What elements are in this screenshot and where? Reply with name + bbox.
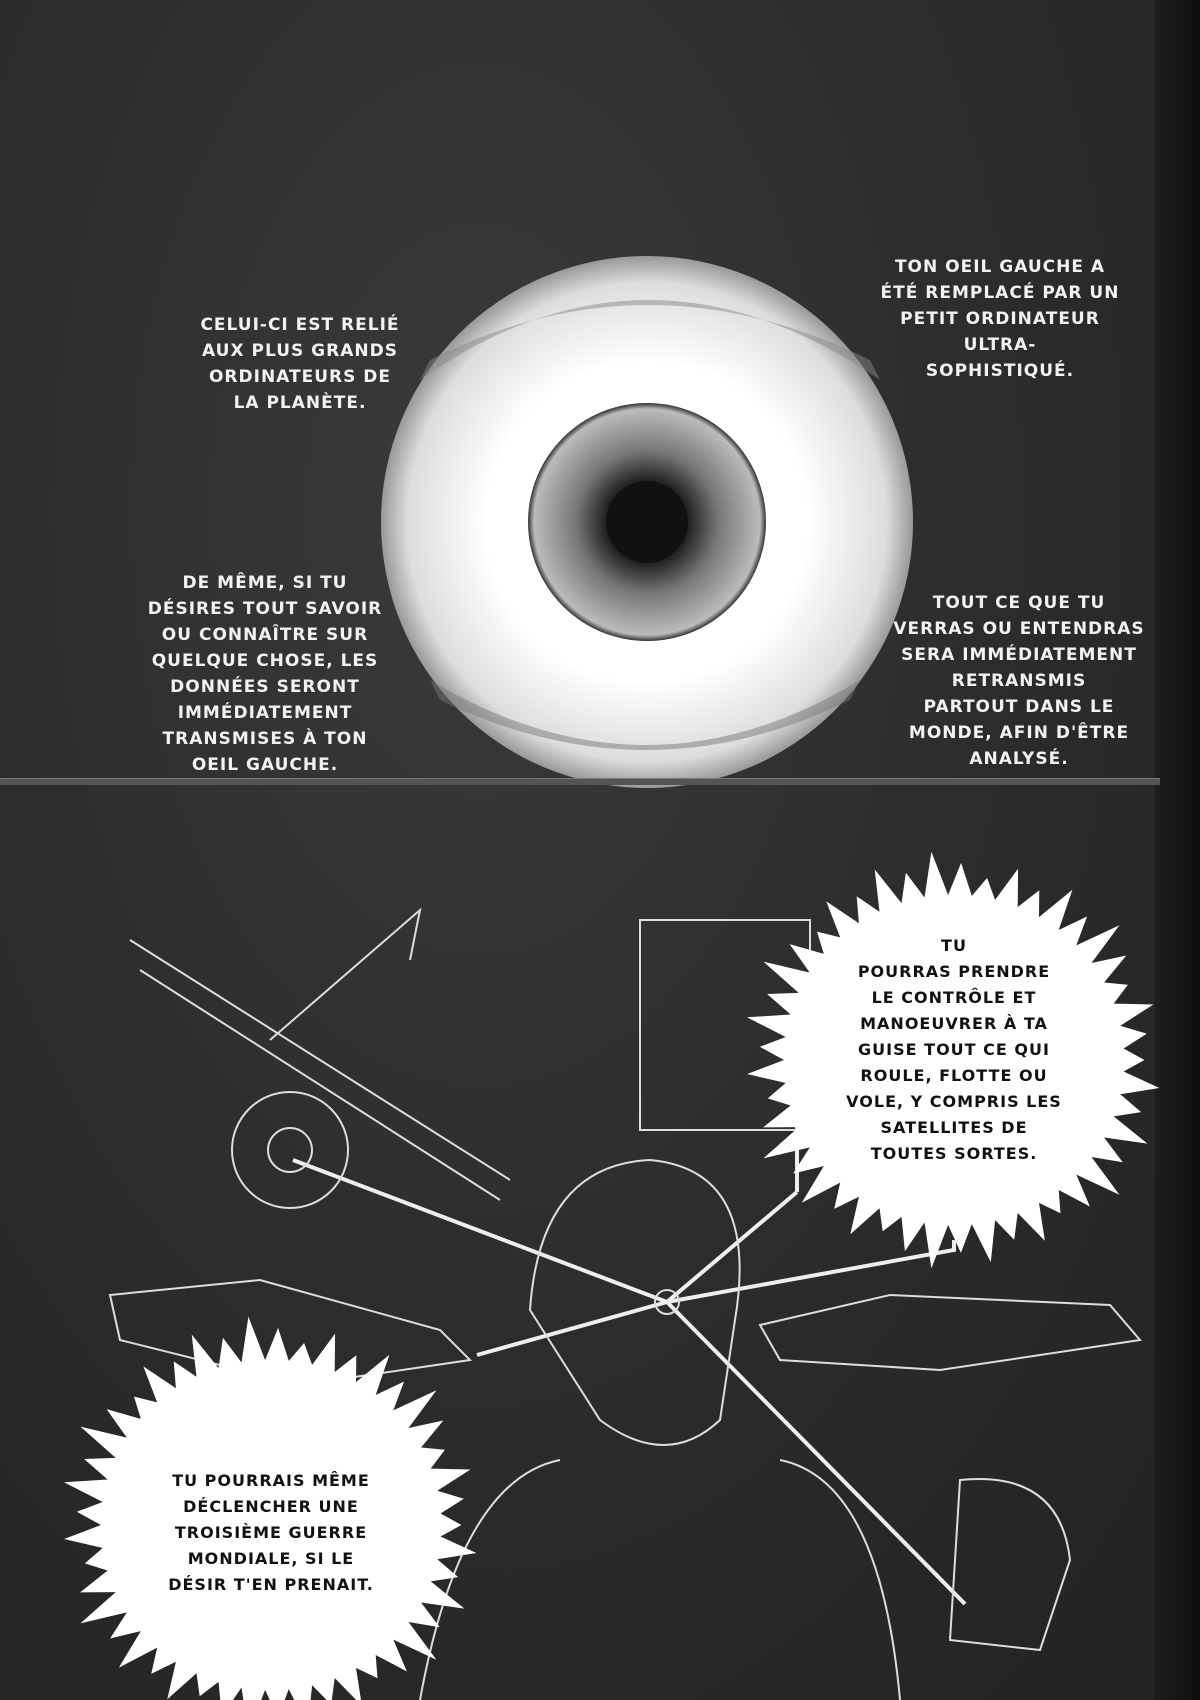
bubble-line: SATELLITES DE [880,1118,1028,1137]
bubble-line: VOLE, Y COMPRIS LES [846,1092,1062,1111]
bubble-line: MANOEUVRER À TA [860,1014,1048,1033]
caption-line: PARTOUT DANS LE [923,697,1115,717]
caption-line: TOUT CE QUE TU [932,593,1106,613]
caption-line: TRANSMISES À TON [162,729,368,749]
line-art [108,907,1142,1700]
caption-line: RETRANSMIS [951,671,1087,691]
bubble-line: DÉSIR T'EN PRENAIT. [168,1575,374,1594]
caption-line: SERA IMMÉDIATEMENT [901,645,1137,665]
caption-line: LA PLANÈTE. [233,393,367,413]
caption-bottom-right: TOUT CE QUE TU VERRAS OU ENTENDRAS SERA … [884,590,1154,772]
face [528,1158,741,1446]
caption-line: AUX PLUS GRANDS [202,341,398,361]
bubble-line: LE CONTRÔLE ET [871,988,1037,1007]
hand [948,1478,1072,1652]
speech-bubble-right-text: TU POURRAS PRENDRE LE CONTRÔLE ET MANOEU… [824,933,1084,1167]
caption-line: TON OEIL GAUCHE A [894,257,1106,277]
bubble-line: MONDIALE, SI LE [187,1549,355,1568]
caption-line: MONDE, AFIN D'ÊTRE [908,723,1130,743]
bubble-line: TOUTES SORTES. [870,1144,1038,1163]
cyber-eyeball [381,256,913,788]
caption-line: OU CONNAÎTRE SUR [161,625,369,645]
speech-burst-left [64,1316,477,1700]
caption-line: QUELQUE CHOSE, LES [151,651,379,671]
caption-line: PETIT ORDINATEUR [900,309,1100,329]
satellite-dish [231,1091,349,1209]
caption-line: VERRAS OU ENTENDRAS [893,619,1145,639]
panel-divider [0,778,1160,785]
caption-line: IMMÉDIATEMENT [177,703,353,723]
caption-top-left: CELUI-CI EST RELIÉ AUX PLUS GRANDS ORDIN… [180,312,420,416]
ship [758,1293,1142,1372]
pupil [606,481,688,563]
eye-node [654,1289,680,1315]
bubble-line: ROULE, FLOTTE OU [860,1066,1048,1085]
caption-top-right: TON OEIL GAUCHE A ÉTÉ REMPLACÉ PAR UN PE… [870,254,1130,384]
caption-line: DÉSIRES TOUT SAVOIR [147,599,383,619]
train [108,1278,473,1387]
caption-line: OEIL GAUCHE. [191,755,339,775]
caption-line: SOPHISTIQUÉ. [925,361,1075,381]
bubble-line: TU POURRAIS MÊME [172,1471,370,1490]
caption-line: DONNÉES SERONT [170,677,360,697]
bubble-line: GUISE TOUT CE QUI [858,1040,1050,1059]
speech-bubble-left-text: TU POURRAIS MÊME DÉCLENCHER UNE TROISIÈM… [146,1468,396,1598]
speech-burst-right [747,851,1160,1269]
bubble-line: TU [941,936,967,955]
bubble-line: TROISIÈME GUERRE [174,1523,368,1542]
caption-line: ORDINATEURS DE [208,367,392,387]
caption-bottom-left: DE MÊME, SI TU DÉSIRES TOUT SAVOIR OU CO… [130,570,400,778]
bubble-line: POURRAS PRENDRE [857,962,1051,981]
satellite [129,907,511,1201]
caption-line: ÉTÉ REMPLACÉ PAR UN [880,283,1120,303]
page-gutter [1155,0,1200,1700]
caption-line: DE MÊME, SI TU [182,573,348,593]
shoulders [419,1459,901,1700]
caption-line: CELUI-CI EST RELIÉ [200,315,400,335]
caption-line: ULTRA- [963,335,1037,355]
caption-line: ANALYSÉ. [969,749,1069,769]
bubble-line: DÉCLENCHER UNE [183,1497,359,1516]
